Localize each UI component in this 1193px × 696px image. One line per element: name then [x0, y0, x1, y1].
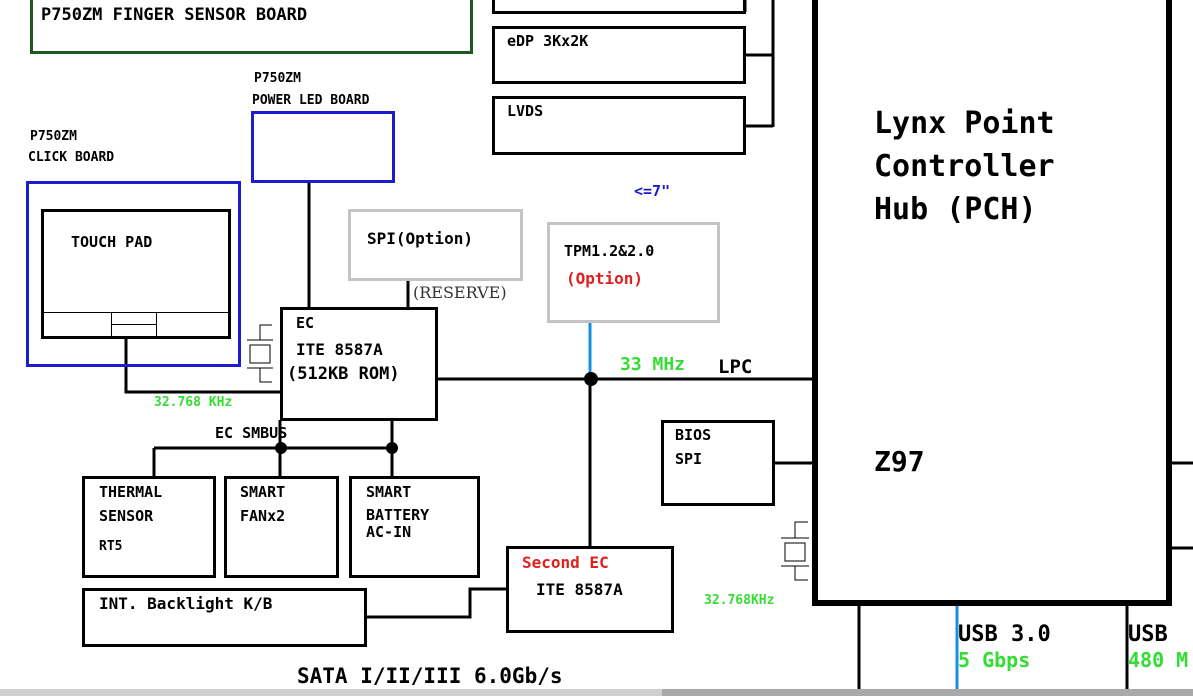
- pch-box: Lynx Point Controller Hub (PCH) Z97: [812, 0, 1172, 606]
- edp-box: eDP 3Kx2K: [492, 26, 746, 84]
- pch-crystal-icon: [781, 521, 809, 581]
- pch-title-line3: Hub (PCH): [874, 192, 1037, 227]
- second-ec-chip-label: ITE 8587A: [536, 580, 623, 599]
- backlight-kb-box: INT. Backlight K/B: [82, 588, 367, 647]
- usb2-label: USB: [1128, 622, 1168, 647]
- second-ec-box: Second EC ITE 8587A: [506, 546, 674, 633]
- touch-pad-button-divider: [44, 312, 228, 313]
- battery-label: BATTERY: [366, 506, 430, 524]
- ec-crystal-freq: 32.768 KHz: [154, 395, 233, 410]
- edp-label: eDP 3Kx2K: [507, 32, 589, 50]
- power-led-board: [251, 111, 395, 183]
- tpm-box: TPM1.2&2.0 (Option): [547, 222, 720, 323]
- power-led-board-subtitle: POWER LED BOARD: [252, 93, 370, 108]
- battery-acin-label: AC-IN: [366, 523, 412, 541]
- ec-box: EC ITE 8587A (512KB ROM): [280, 307, 438, 421]
- fan-count-label: FANx2: [240, 507, 286, 525]
- usb3-label: USB 3.0: [958, 622, 1051, 647]
- tpm-label: TPM1.2&2.0: [564, 242, 655, 260]
- pch-chipset-label: Z97: [874, 445, 925, 478]
- second-ec-title: Second EC: [522, 553, 609, 572]
- lpc-label: LPC: [718, 356, 753, 378]
- pch-crystal-freq: 32.768KHz: [704, 593, 775, 608]
- click-board-title: P750ZM: [30, 129, 77, 144]
- sata-label: SATA I/II/III 6.0Gb/s: [297, 664, 563, 688]
- touch-pad: TOUCH PAD: [41, 209, 231, 339]
- thermal-sensor-label: SENSOR: [99, 507, 154, 525]
- bottom-scroll-strip: [0, 689, 1193, 696]
- spi-reserve-label: (RESERVE): [413, 283, 507, 302]
- ec-chip-label: ITE 8587A: [296, 340, 383, 359]
- ec-smbus-label: EC SMBUS: [215, 424, 288, 442]
- finger-sensor-board-label: P750ZM FINGER SENSOR BOARD: [41, 5, 308, 25]
- lvds-box: LVDS: [492, 96, 746, 155]
- ec-rom-label: (512KB ROM): [287, 364, 400, 384]
- ec-crystal-icon: [247, 324, 273, 383]
- bios-spi-box: BIOS SPI: [661, 420, 775, 506]
- spi-option-box: SPI(Option): [348, 209, 523, 281]
- power-led-board-title: P750ZM: [254, 71, 301, 86]
- smart-battery-box: SMART BATTERY AC-IN: [349, 476, 480, 578]
- thermal-part-label: RT5: [99, 539, 123, 554]
- click-board: TOUCH PAD: [26, 181, 241, 367]
- click-board-subtitle: CLICK BOARD: [28, 150, 115, 165]
- spi-option-label: SPI(Option): [367, 229, 473, 248]
- lpc-frequency: 33 MHz: [620, 354, 686, 375]
- battery-smart-label: SMART: [366, 483, 412, 501]
- finger-sensor-board: P750ZM FINGER SENSOR BOARD: [30, 0, 473, 54]
- touch-pad-label: TOUCH PAD: [71, 233, 153, 251]
- bios-spi-label: SPI: [675, 450, 703, 468]
- touch-pad-button: [111, 312, 157, 337]
- smart-fan-box: SMART FANx2: [224, 476, 339, 578]
- lvds-label: LVDS: [507, 102, 544, 120]
- bottom-scroll-thumb[interactable]: [662, 689, 1193, 696]
- tpm-option-label: (Option): [566, 269, 644, 288]
- fan-smart-label: SMART: [240, 483, 286, 501]
- usb2-speed: 480 M: [1128, 648, 1189, 672]
- bios-label: BIOS: [675, 426, 712, 444]
- thermal-label: THERMAL: [99, 483, 163, 501]
- pch-title-line1: Lynx Point: [874, 106, 1055, 141]
- thermal-sensor-box: THERMAL SENSOR RT5: [82, 476, 216, 578]
- usb3-speed: 5 Gbps: [958, 648, 1031, 672]
- tpm-trace-length: <=7": [634, 182, 671, 200]
- top-display-box: [492, 0, 746, 14]
- backlight-label: INT. Backlight K/B: [99, 594, 273, 613]
- pch-title-line2: Controller: [874, 149, 1055, 184]
- ec-title: EC: [296, 314, 315, 332]
